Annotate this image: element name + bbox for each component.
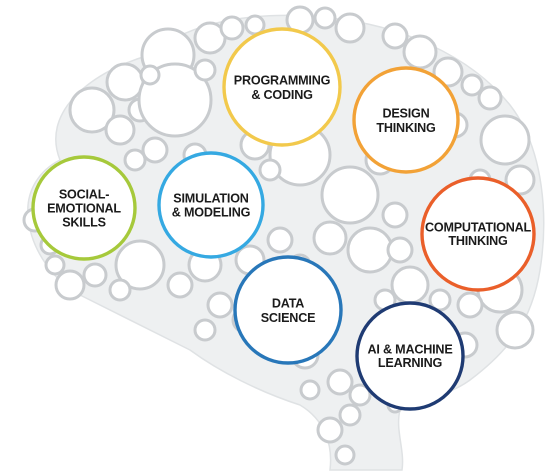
background-circle (390, 265, 430, 305)
skill-label-line: SKILLS (62, 216, 106, 230)
background-circle (313, 6, 337, 30)
background-circle (338, 403, 362, 427)
background-circle (495, 310, 535, 350)
background-circle (381, 22, 409, 50)
background-circle (123, 148, 147, 172)
skill-label-line: THINKING (448, 234, 508, 248)
skill-bubble-simulation: SIMULATION& MODELING (157, 151, 265, 259)
skill-label-line: AI & MACHINE (367, 343, 452, 357)
background-circle (334, 12, 366, 44)
skill-bubble-programming: PROGRAMMING& CODING (222, 27, 342, 147)
background-circle (386, 236, 414, 264)
background-circle (108, 278, 132, 302)
skill-ring (222, 27, 342, 147)
background-circle (299, 379, 321, 401)
background-circle (381, 201, 409, 229)
background-circle (114, 239, 166, 291)
background-circle (54, 269, 86, 301)
background-circle (219, 15, 245, 41)
background-circle (334, 444, 356, 466)
background-circle (193, 58, 217, 82)
background-circle (428, 288, 452, 312)
skill-label-line: LEARNING (378, 356, 443, 370)
background-circle (477, 85, 503, 111)
background-circle (402, 34, 438, 70)
background-circle (206, 291, 234, 319)
skill-ring (420, 176, 536, 292)
skill-label-line: & MODELING (172, 206, 251, 220)
background-circle (104, 114, 136, 146)
background-circle (326, 368, 354, 396)
background-circle (44, 254, 66, 276)
skill-label-line: SCIENCE (261, 311, 316, 325)
background-circle (479, 114, 531, 166)
background-circle (82, 262, 108, 288)
skill-ring (157, 151, 265, 259)
background-circle (504, 164, 536, 196)
background-circle (166, 271, 194, 299)
background-circle (266, 226, 294, 254)
background-circle (139, 64, 161, 86)
skill-label-line: PROGRAMMING (234, 73, 331, 87)
background-circle (432, 56, 464, 88)
skill-ring (233, 255, 343, 365)
background-circle (348, 383, 372, 407)
background-circle (68, 86, 116, 134)
background-circle (460, 73, 484, 97)
skill-ring (31, 155, 137, 261)
skill-ring (352, 66, 460, 174)
skill-label-line: EMOTIONAL (47, 202, 121, 216)
background-circle (105, 62, 145, 102)
background-circle (312, 220, 348, 256)
background-circle (193, 318, 217, 342)
background-circle (320, 165, 380, 225)
skill-label-line: SOCIAL- (59, 187, 109, 201)
skill-label-line: DESIGN (382, 106, 429, 120)
background-circle (346, 226, 394, 274)
skill-label-line: THINKING (376, 121, 436, 135)
background-circle (258, 158, 282, 182)
skill-label-line: & CODING (251, 88, 313, 102)
background-circle (141, 136, 169, 164)
background-circle (316, 416, 344, 444)
skill-label-line: DATA (272, 296, 304, 310)
skill-label-line: SIMULATION (173, 191, 249, 205)
skill-label-line: COMPUTATIONAL (425, 221, 532, 235)
skill-bubbles: PROGRAMMING& CODINGDESIGNTHINKINGSOCIAL-… (31, 27, 536, 411)
background-circle (456, 291, 484, 319)
skill-ring (355, 301, 465, 411)
